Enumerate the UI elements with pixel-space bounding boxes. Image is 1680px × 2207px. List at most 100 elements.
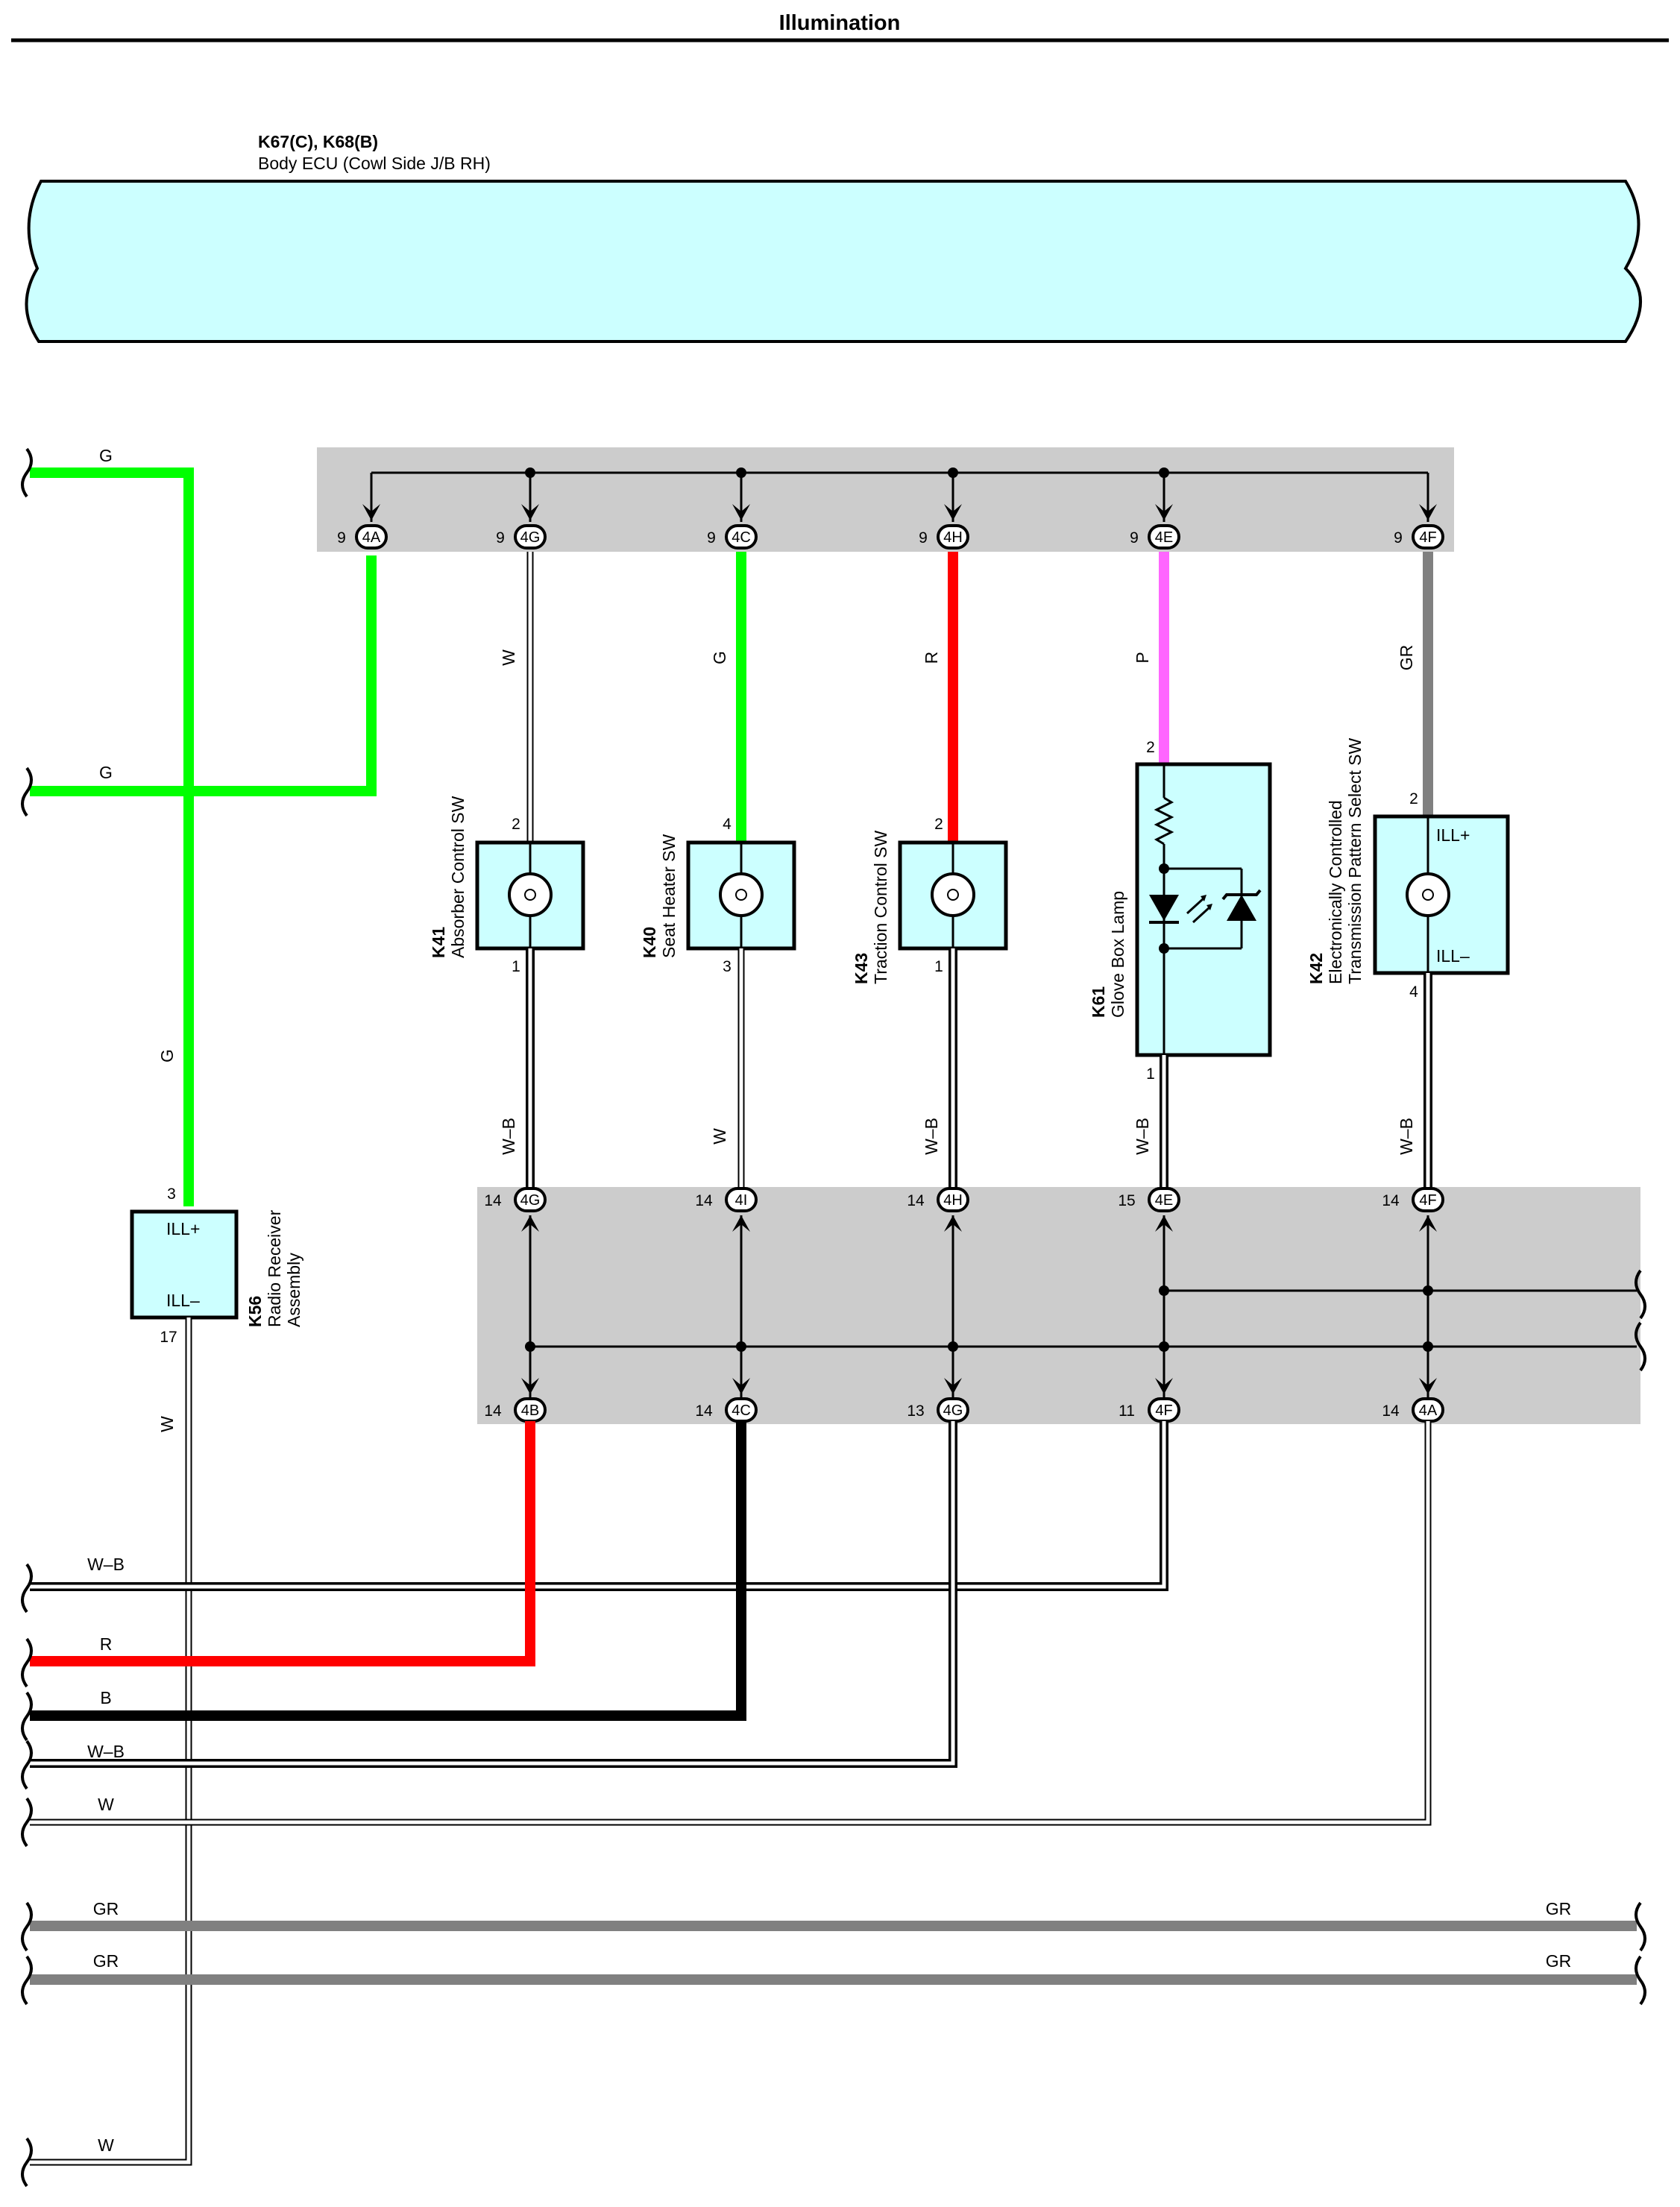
svg-text:Glove Box Lamp: Glove Box Lamp bbox=[1108, 891, 1127, 1018]
svg-text:Transmission Pattern Select SW: Transmission Pattern Select SW bbox=[1345, 738, 1365, 984]
break-mark bbox=[21, 1637, 33, 1688]
pin-number: 9 bbox=[1130, 529, 1139, 547]
wire-label: GR bbox=[93, 1899, 119, 1918]
break-mark bbox=[21, 1955, 33, 2006]
svg-text:2: 2 bbox=[1146, 739, 1155, 756]
svg-text:14: 14 bbox=[695, 1402, 713, 1420]
svg-text:4F: 4F bbox=[1419, 1192, 1436, 1209]
svg-text:4: 4 bbox=[1409, 983, 1418, 1001]
svg-text:K61: K61 bbox=[1089, 986, 1108, 1018]
wire-g-left-mid bbox=[30, 555, 377, 796]
top-junction-block bbox=[317, 447, 1454, 552]
k56-radio-receiver-assembly: ILL+ ILL– 3 17 K56 Radio Receiver Assemb… bbox=[130, 1186, 303, 1346]
wire-label: W bbox=[157, 1416, 177, 1432]
svg-text:1: 1 bbox=[512, 958, 520, 975]
body-ecu-code: K67(C), K68(B) bbox=[258, 132, 378, 151]
connector-id: 4H bbox=[943, 529, 963, 546]
wire-label: W–B bbox=[499, 1118, 518, 1155]
svg-text:4I: 4I bbox=[735, 1192, 748, 1209]
wire-label: W bbox=[98, 1795, 114, 1814]
break-mark bbox=[1635, 1955, 1646, 2006]
bulb-icon bbox=[931, 872, 975, 917]
break-mark bbox=[21, 1797, 33, 1848]
svg-text:4G: 4G bbox=[943, 1402, 963, 1419]
k41-absorber-control-sw: 2 1 K41 Absorber Control SW bbox=[429, 796, 585, 975]
top-connector-4c: 4C 9 bbox=[707, 467, 758, 550]
wire-label: W–B bbox=[1397, 1118, 1416, 1155]
connector-id: 4C bbox=[732, 529, 751, 546]
svg-text:K40: K40 bbox=[640, 927, 659, 958]
k61-glove-box-lamp: 2 1 K61 Glove Box Lamp bbox=[1089, 739, 1272, 1083]
svg-text:1: 1 bbox=[934, 958, 943, 975]
break-mark bbox=[21, 766, 33, 817]
break-mark bbox=[21, 2137, 33, 2188]
svg-text:11: 11 bbox=[1119, 1402, 1135, 1420]
svg-text:3: 3 bbox=[723, 958, 732, 975]
wire-label-g: G bbox=[157, 1049, 177, 1062]
wire-r bbox=[30, 1421, 535, 1666]
svg-text:14: 14 bbox=[1382, 1192, 1400, 1209]
bulb-icon bbox=[508, 872, 553, 917]
wire-w-k56 bbox=[30, 1317, 192, 2166]
wire-label-g: G bbox=[99, 763, 113, 782]
break-mark bbox=[1635, 1901, 1646, 1952]
pin-number: 9 bbox=[337, 529, 346, 547]
resistor-icon bbox=[1154, 796, 1174, 846]
svg-text:17: 17 bbox=[160, 1329, 177, 1346]
svg-text:2: 2 bbox=[512, 816, 520, 833]
wire-g-left-top bbox=[30, 467, 194, 1206]
svg-text:14: 14 bbox=[484, 1402, 502, 1420]
break-mark bbox=[21, 1691, 33, 1742]
svg-text:4B: 4B bbox=[521, 1402, 539, 1419]
svg-text:14: 14 bbox=[695, 1192, 713, 1209]
svg-text:4: 4 bbox=[723, 816, 732, 833]
wire-label: G bbox=[710, 651, 729, 664]
body-ecu-name: Body ECU (Cowl Side J/B RH) bbox=[258, 154, 491, 173]
svg-text:Absorber Control SW: Absorber Control SW bbox=[448, 796, 468, 958]
wire-b bbox=[30, 1421, 746, 1721]
break-mark bbox=[21, 447, 33, 498]
svg-text:4F: 4F bbox=[1155, 1402, 1172, 1419]
svg-text:K43: K43 bbox=[852, 953, 871, 984]
bulb-icon bbox=[1406, 872, 1450, 917]
wire-label: W–B bbox=[922, 1118, 941, 1155]
svg-text:Seat Heater SW: Seat Heater SW bbox=[659, 834, 679, 958]
connector-id: 4F bbox=[1419, 529, 1436, 546]
k40-seat-heater-sw: 4 3 K40 Seat Heater SW bbox=[640, 816, 796, 975]
wire-label: GR bbox=[93, 1951, 119, 1971]
break-mark bbox=[21, 1563, 33, 1613]
pin-number: 9 bbox=[1394, 529, 1403, 547]
pin-number: 9 bbox=[496, 529, 505, 547]
svg-text:2: 2 bbox=[1409, 790, 1418, 807]
svg-text:ILL–: ILL– bbox=[166, 1291, 200, 1310]
wire-label: P bbox=[1133, 652, 1152, 663]
svg-text:ILL+: ILL+ bbox=[166, 1219, 200, 1238]
wire-label: GR bbox=[1546, 1951, 1572, 1971]
svg-text:15: 15 bbox=[1118, 1192, 1135, 1209]
bulb-icon bbox=[719, 872, 764, 917]
connector-id: 4E bbox=[1155, 529, 1173, 546]
low-connector-4a: 4A 14 bbox=[1382, 1378, 1444, 1423]
top-connector-4g: 4G 9 bbox=[496, 467, 547, 550]
wire-label: W–B bbox=[1133, 1118, 1152, 1155]
mid-connector-4g: 4G 14 bbox=[484, 1187, 547, 1409]
svg-text:K41: K41 bbox=[429, 927, 448, 958]
svg-text:ILL+: ILL+ bbox=[1436, 825, 1470, 845]
top-connector-4h: 4H 9 bbox=[919, 467, 969, 550]
connector-id: 4A bbox=[362, 529, 381, 546]
svg-text:K42: K42 bbox=[1306, 953, 1326, 984]
zener-diode-icon bbox=[1227, 895, 1256, 921]
svg-text:14: 14 bbox=[907, 1192, 925, 1209]
break-mark bbox=[21, 1740, 33, 1790]
connector-id: 4G bbox=[520, 529, 541, 546]
mid-connector-4i: 4I 14 bbox=[695, 1187, 758, 1409]
mid-connector-4e: 4E 15 bbox=[1118, 1187, 1180, 1409]
svg-text:2: 2 bbox=[934, 816, 943, 833]
low-connector-4g: 4G 13 bbox=[907, 1378, 969, 1423]
svg-text:1: 1 bbox=[1146, 1065, 1155, 1083]
svg-text:4A: 4A bbox=[1419, 1402, 1438, 1419]
lower-junction-block bbox=[477, 1187, 1640, 1424]
low-connector-4b: 4B 14 bbox=[484, 1378, 547, 1423]
top-connector-4f: 4F 9 bbox=[1394, 473, 1444, 550]
